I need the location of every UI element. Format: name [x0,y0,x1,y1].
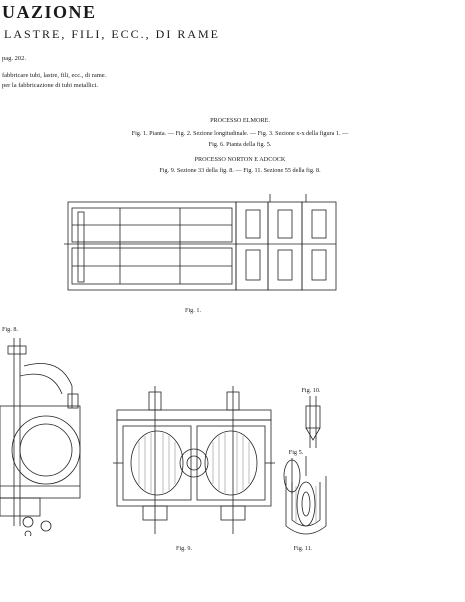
fig11-drawing [285,456,327,535]
page-title: UAZIONE [2,2,97,22]
elmore-heading: PROCESSO ELMORE. [210,117,270,124]
norton-caption-line1: Fig. 9. Sezione 33 della fig. 8. — Fig. … [159,167,321,174]
page-reference-note: pag. 202. [2,55,27,62]
norton-heading: PROCESSO NORTON E ADCOCK [194,156,286,163]
fig8-drawing [0,338,81,536]
fig1-drawing [64,194,337,291]
fig5-label: Fig 5. [288,449,304,456]
fig9-drawing [113,386,275,534]
fig8-label: Fig. 8. [2,326,18,333]
fig10-drawing [305,396,321,448]
intro-note-1: fabbricare tubi, lastre, fili, ecc., di … [2,72,107,79]
elmore-caption-line1: Fig. 1. Pianta. — Fig. 2. Sezione longit… [131,130,349,137]
elmore-caption-line2: Fig. 6. Pianta della fig. 5. [208,141,272,148]
page-subtitle: LASTRE, FILI, ECC., DI RAME [4,27,220,41]
fig11-label: Fig. 11. [293,545,313,552]
fig10-label: Fig. 10. [301,387,321,394]
fig9-label: Fig. 9. [176,545,192,552]
intro-note-2: per la fabbricazione di tubi metallici. [2,82,99,89]
fig1-label: Fig. 1. [185,307,201,314]
